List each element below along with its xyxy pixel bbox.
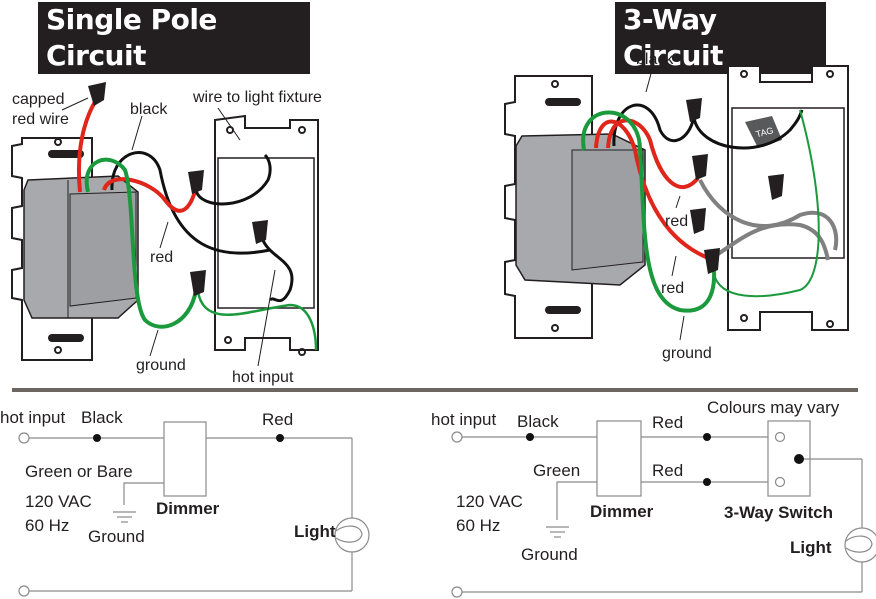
single-pole-schematic [18, 421, 370, 597]
screw-hole [740, 314, 748, 322]
hot-input-terminal [451, 431, 463, 443]
tw-voltage: 120 VAC [456, 492, 523, 511]
switch-terminal [774, 476, 786, 488]
label-black: black [130, 101, 168, 118]
hot-black-wire [260, 237, 294, 303]
sp-hot-input: hot input [0, 408, 65, 427]
label-hot-input: hot input [232, 369, 294, 386]
dimmer-box [596, 420, 642, 497]
mounting-screw [545, 306, 581, 314]
wire-nut-icon [190, 270, 206, 296]
wire-nut-icon [690, 208, 706, 234]
wire-nut-icon [692, 154, 708, 180]
dimmer-box [163, 421, 207, 497]
switch-terminal [774, 431, 786, 443]
sp-voltage: 120 VAC [25, 492, 92, 511]
tw-three-way-switch: 3-Way Switch [724, 503, 833, 522]
sp-red: Red [262, 410, 293, 429]
junction-dot [703, 433, 711, 441]
screw-hole [826, 320, 834, 328]
gray-wire-2 [710, 222, 830, 261]
three-way-title: 3-Way Circuit [615, 2, 826, 74]
sp-dimmer: Dimmer [156, 499, 220, 518]
neutral-terminal [451, 586, 463, 598]
ground-wire-box [713, 109, 820, 298]
three-way-schematic [451, 420, 876, 598]
tw-ground: Ground [521, 545, 578, 564]
black-wire-box [692, 109, 804, 150]
mounting-screw [48, 334, 84, 342]
screw-hole [224, 336, 232, 344]
label-ground: ground [136, 357, 186, 374]
sp-ground: Ground [88, 527, 145, 546]
single-pole-illustration: capped red wire black wire to light fixt… [11, 82, 322, 386]
screw-hole [551, 80, 559, 88]
neutral-terminal [18, 585, 30, 597]
label-ground: ground [662, 345, 712, 362]
tw-frequency: 60 Hz [456, 516, 500, 535]
screw-hole [298, 126, 306, 134]
tw-light: Light [790, 538, 832, 557]
mounting-screw [48, 150, 84, 158]
wire-nut-icon [704, 248, 720, 274]
label-capped: capped [12, 91, 65, 108]
gray-wire-1 [698, 179, 839, 251]
capped-red-wire [76, 98, 98, 193]
dimmer-front-face [571, 149, 644, 271]
red-wire-2 [594, 119, 709, 260]
junction-dot [526, 433, 534, 441]
light-bulb-icon [334, 517, 370, 553]
wire-nut-icon [686, 98, 702, 122]
label-red-wire: red wire [12, 111, 69, 128]
wire-nut-icon [252, 220, 268, 244]
ground-wire [84, 157, 198, 329]
tw-red-2: Red [652, 461, 683, 480]
sp-black: Black [81, 408, 123, 427]
sp-frequency: 60 Hz [25, 516, 69, 535]
section-separator [12, 388, 858, 392]
red-wire [102, 177, 198, 213]
red-wire-1 [606, 118, 700, 190]
wire-nut-icon [768, 174, 784, 200]
screw-hole [54, 138, 62, 146]
screw-hole [298, 348, 306, 356]
tw-colours-note: Colours may vary [707, 398, 840, 417]
sp-green-or-bare: Green or Bare [25, 462, 133, 481]
junction-dot [93, 434, 101, 442]
tw-red-1: Red [652, 413, 683, 432]
screw-hole [54, 346, 62, 354]
switch-common-terminal [794, 454, 804, 464]
ground-wire-box [196, 291, 318, 351]
black-wire-out [110, 151, 271, 255]
dimmer-front-face [69, 191, 137, 307]
tw-green: Green [533, 461, 580, 480]
label-black: black [636, 51, 674, 68]
tag-label [745, 116, 782, 148]
mounting-screw [545, 98, 581, 106]
junction-dot [276, 434, 284, 442]
three-way-illustration: TAG black red red ground [504, 51, 849, 362]
black-wire [612, 103, 696, 147]
screw-hole [551, 324, 559, 332]
wire-nut-icon [88, 82, 106, 106]
label-red-2: red [661, 280, 684, 297]
single-pole-title: Single Pole Circuit [38, 2, 310, 74]
label-wire-to-fixture: wire to light fixture [192, 89, 322, 106]
tw-dimmer: Dimmer [590, 502, 654, 521]
ground-wire [581, 110, 717, 313]
wire-nut-icon [188, 170, 204, 194]
junction-dot [703, 478, 711, 486]
label-red-1: red [665, 213, 688, 230]
tag-text: TAG [755, 125, 775, 139]
screw-hole [740, 70, 748, 78]
tw-hot-input: hot input [431, 410, 496, 429]
label-red: red [150, 249, 173, 266]
screw-hole [826, 70, 834, 78]
hot-input-terminal [18, 432, 30, 444]
tw-black: Black [517, 412, 559, 431]
black-wire-fixture [194, 153, 272, 206]
sp-light: Light [294, 522, 336, 541]
